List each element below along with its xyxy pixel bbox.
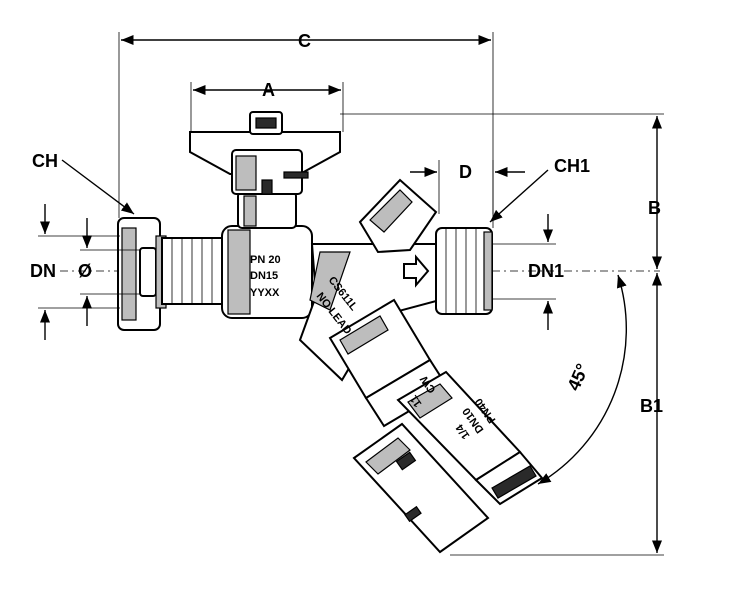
dim-label-b1: B1: [640, 396, 663, 416]
valve-body: [117, 111, 544, 554]
dim-label-dn1: DN1: [528, 261, 564, 281]
dimension-b1: B1: [450, 273, 664, 556]
dim-label-c: C: [298, 31, 311, 51]
flow-direction-arrow-icon: [403, 254, 430, 288]
dim-label-angle: 45°: [563, 361, 592, 394]
dimension-dn1: DN1: [492, 214, 564, 330]
angle-45: 45°: [537, 274, 628, 485]
ball-valve-body: [221, 191, 313, 319]
drain-handle: [352, 422, 490, 554]
union-nut-left: [117, 217, 167, 331]
dim-label-diameter: Ø: [78, 261, 92, 281]
strainer-upper-cap: [358, 178, 438, 254]
marking-pressure: PN 20: [250, 254, 281, 266]
strainer-cap: [328, 298, 450, 428]
dimension-a: A: [190, 80, 344, 132]
lever-handle: [189, 111, 341, 195]
leader-ch: CH: [32, 151, 135, 215]
marking-date-code: YYXX: [250, 287, 280, 299]
dim-label-d: D: [459, 162, 472, 182]
dim-label-ch: CH: [32, 151, 58, 171]
dim-label-a: A: [262, 80, 275, 100]
drain-marking-5: 11: [408, 393, 425, 409]
dimension-d: D: [410, 160, 525, 214]
dimension-b: B: [340, 113, 664, 269]
dimension-dn: DN: [30, 204, 120, 340]
dim-label-dn: DN: [30, 261, 56, 281]
dim-label-ch1: CH1: [554, 156, 590, 176]
dimension-diameter: Ø: [78, 218, 140, 326]
leader-ch1: CH1: [489, 156, 590, 223]
outlet-thread: [435, 227, 493, 315]
dim-label-b: B: [648, 198, 661, 218]
dimension-c: C: [118, 31, 494, 228]
marking-size: DN15: [250, 270, 278, 282]
inlet-thread: [161, 237, 223, 305]
drain-valve: [396, 370, 544, 506]
